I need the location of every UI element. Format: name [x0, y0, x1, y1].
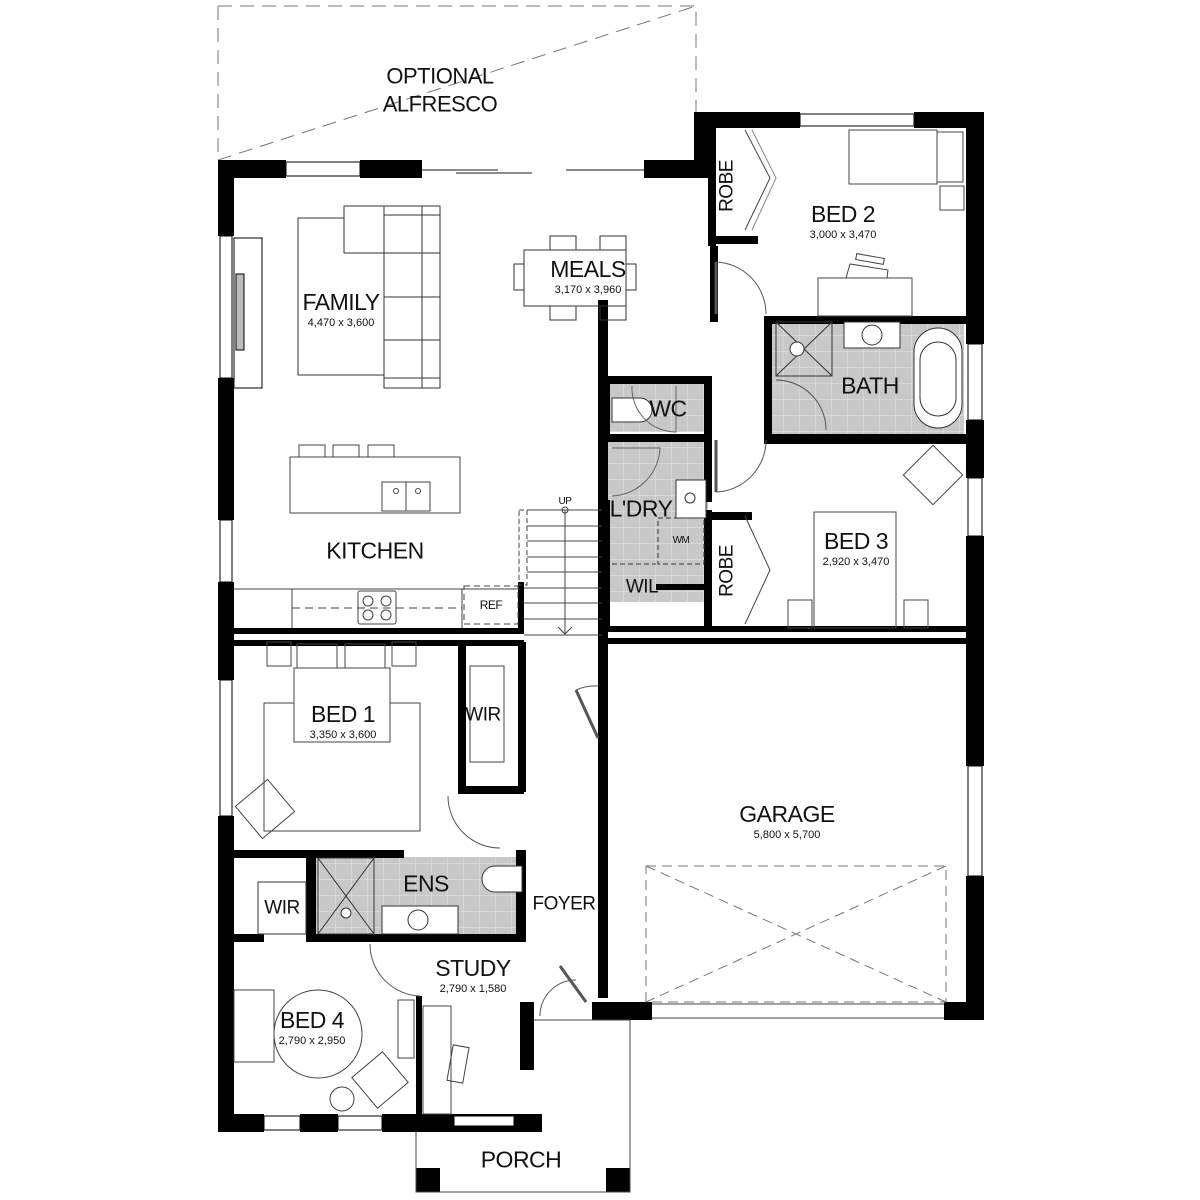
staircase: [518, 506, 602, 636]
room-label-alfresco: OPTIONAL ALFRESCO: [383, 63, 498, 118]
room-label-bed2: BED 2 3,000 x 3,470: [810, 203, 877, 241]
bath-fixtures: [775, 321, 963, 429]
room-name: L'DRY: [609, 495, 673, 522]
room-dims: 3,170 x 3,960: [554, 284, 622, 296]
room-label-bed3: BED 3 2,920 x 3,470: [823, 530, 890, 568]
room-label-bed4: BED 4 2,790 x 2,950: [279, 1009, 346, 1047]
fixture-label-ref: REF: [480, 599, 503, 611]
alfresco-line2: ALFRESCO: [382, 91, 498, 116]
room-name: WIL: [625, 576, 659, 598]
room-label-ens: ENS: [403, 870, 449, 897]
room-dims: 2,920 x 3,470: [822, 556, 890, 568]
room-label-kitchen: KITCHEN: [326, 537, 424, 564]
room-label-robe-bed3: ROBE: [716, 545, 738, 597]
room-label-wc: WC: [649, 395, 687, 422]
fixture-label-wm: WM: [673, 536, 690, 546]
room-dims: 2,790 x 1,580: [439, 983, 507, 995]
porch-outline: [415, 1019, 631, 1193]
garage-door: [645, 865, 947, 1003]
door-swings: [369, 261, 827, 1017]
kitchen-island: [289, 444, 461, 514]
ensuite-fixtures: [257, 857, 523, 935]
room-label-bed1: BED 1 3,350 x 3,600: [310, 703, 377, 741]
sofa: [297, 205, 441, 389]
room-label-meals: MEALS 3,170 x 3,960: [550, 256, 626, 296]
bed1-furniture: [234, 641, 505, 840]
room-label-study: STUDY 2,790 x 1,580: [435, 955, 511, 995]
room-dims: 4,470 x 3,600: [307, 317, 375, 329]
room-label-robe-bed2: ROBE: [716, 160, 738, 212]
room-name: WIR: [465, 704, 501, 726]
tv-unit: [233, 237, 263, 389]
alfresco-outline: [217, 5, 697, 161]
room-label-bath: BATH: [841, 372, 899, 399]
room-name: STUDY: [435, 955, 511, 981]
kitchen-bench: [234, 585, 520, 628]
room-name: BED 1: [311, 701, 375, 727]
room-name: WIR: [264, 897, 300, 919]
room-name: BED 4: [280, 1007, 344, 1033]
room-label-family: FAMILY 4,470 x 3,600: [302, 289, 380, 329]
dining-table: [513, 235, 637, 321]
room-name: BED 2: [811, 201, 875, 227]
room-name: ROBE: [716, 545, 738, 597]
room-name: BATH: [841, 372, 899, 399]
bed2-furniture: [744, 129, 965, 317]
walls: [218, 112, 984, 1192]
study-desk: [422, 1005, 470, 1115]
room-name: FOYER: [532, 893, 596, 915]
bed4-furniture: [233, 989, 415, 1112]
room-name: FAMILY: [302, 289, 380, 315]
room-label-wir-bed4: WIR: [264, 897, 300, 919]
room-label-wil: WIL: [625, 576, 659, 598]
room-name: KITCHEN: [326, 537, 424, 564]
room-dims: 3,000 x 3,470: [809, 229, 877, 241]
room-label-laundry: L'DRY: [609, 495, 673, 522]
room-dims: 2,790 x 2,950: [278, 1035, 346, 1047]
room-label-wir-bed1: WIR: [465, 704, 501, 726]
room-name: WC: [649, 395, 687, 422]
room-name: PORCH: [480, 1146, 562, 1173]
stair-direction: UP: [558, 496, 572, 507]
bed3-furniture: [744, 444, 964, 629]
alfresco-line1: OPTIONAL: [386, 63, 494, 89]
fixture-name: REF: [479, 598, 503, 612]
room-name: MEALS: [550, 256, 626, 282]
fixture-name: WM: [672, 535, 690, 546]
wc-laundry-fixtures: [611, 385, 707, 565]
room-name: BED 3: [824, 528, 888, 554]
room-name: GARAGE: [739, 801, 835, 827]
stair-up-label: UP: [559, 497, 572, 507]
windows: [219, 113, 983, 1131]
sliding-door: [422, 169, 644, 174]
room-dims: 3,350 x 3,600: [309, 729, 377, 741]
room-name: ROBE: [716, 160, 738, 212]
room-label-porch: PORCH: [480, 1146, 562, 1173]
room-label-foyer: FOYER: [533, 895, 596, 914]
room-dims: 5,800 x 5,700: [753, 829, 821, 841]
room-name: ENS: [403, 870, 449, 897]
room-label-garage: GARAGE 5,800 x 5,700: [739, 801, 835, 841]
